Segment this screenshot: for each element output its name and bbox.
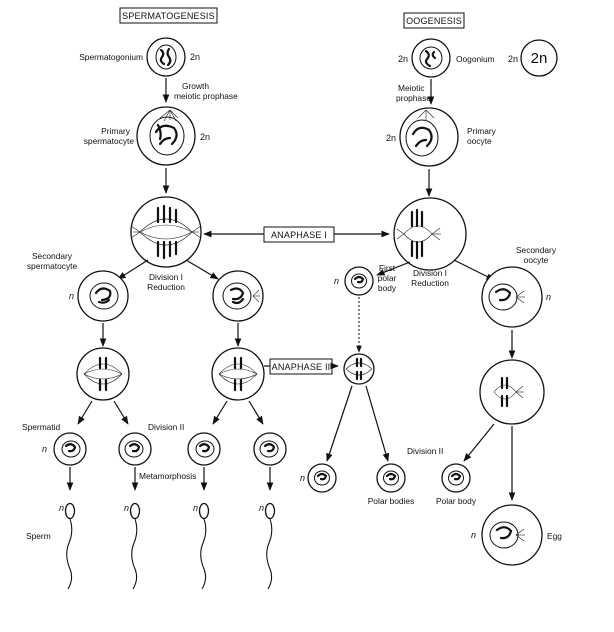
spermatogenesis-title-box: SPERMATOGENESIS (119, 7, 218, 24)
growth-label-2: meiotic prophase (174, 91, 238, 101)
spermatid-3 (187, 432, 221, 466)
secondary-oocyte-label-2: oocyte (524, 255, 549, 265)
legend-ploidy-small: 2n (508, 54, 518, 64)
polar-body-c (441, 463, 471, 493)
spermatogonium-label: Spermatogonium (79, 52, 143, 62)
oocyte-division1-label-2: Reduction (411, 278, 449, 288)
spermatogenesis-title: SPERMATOGENESIS (122, 11, 215, 21)
spermatogonium-cell (146, 37, 186, 77)
sperm-4-ploidy: n (259, 503, 264, 513)
arrow-to-spermatid-2 (113, 400, 129, 425)
arrow-to-spermatid-4 (248, 400, 264, 425)
arrow-to-spermatid-3 (212, 400, 228, 425)
sperm-3 (198, 502, 210, 590)
arrow-to-secondary-oocyte (453, 259, 495, 281)
arrow-to-polar-body-c (463, 423, 495, 462)
secondary-left-ploidy: n (69, 291, 74, 301)
secondary-oocyte-label-1: Secondary (516, 245, 557, 255)
spermatid-4 (253, 432, 287, 466)
legend-2n-text: 2n (531, 50, 548, 67)
primary-oocyte-cell (399, 107, 459, 167)
arrow-to-polar-body-a (326, 385, 353, 462)
primary-oocyte-label-1: Primary (467, 126, 497, 136)
oogonium-ploidy: 2n (398, 54, 408, 64)
meiotic-prophase-label-2: prophase (396, 93, 431, 103)
primary-spermatocyte-label-2: spermatocyte (84, 136, 135, 146)
spermatid-1 (53, 432, 87, 466)
polar-body-label: Polar body (436, 496, 477, 506)
spermatid-1-ploidy: n (42, 444, 47, 454)
oocyte-division2-label: Division II (407, 446, 443, 456)
anaphase2-label: ANAPHASE II (272, 362, 331, 372)
polar-body-b (376, 463, 406, 493)
secondary-spermatocyte-label-1: Secondary (32, 251, 73, 261)
oogonium-label: Oogonium (456, 54, 495, 64)
spermatogonium-ploidy: 2n (190, 52, 200, 62)
first-polar-body-label-3: body (378, 283, 397, 293)
primary-oocyte-label-2: oocyte (467, 136, 492, 146)
polar-body-a-ploidy: n (300, 473, 305, 483)
egg-label: Egg (547, 531, 562, 541)
polar-body-a (307, 463, 337, 493)
legend-2n-circle: 2n (520, 39, 558, 77)
oogenesis-title-box: OOGENESIS (403, 12, 465, 29)
primary-spermatocyte-ploidy: 2n (200, 132, 210, 142)
secondary-spermatocyte-label-2: spermatocyte (27, 261, 78, 271)
polar-bodies-label: Polar bodies (368, 496, 415, 506)
oocyte-anaphase1-cell (393, 197, 467, 271)
secondary-oocyte-cell (481, 266, 543, 328)
oogenesis-title: OOGENESIS (406, 16, 462, 26)
metamorphosis-label: Metamorphosis (139, 471, 196, 481)
arrow-to-secondary-left (117, 259, 149, 280)
anaphase1-box: ANAPHASE I (263, 226, 335, 243)
first-polar-body-label-2: polar (378, 273, 397, 283)
egg-ploidy: n (471, 530, 476, 540)
arrow-to-secondary-right (185, 259, 219, 280)
primary-spermatocyte-label-1: Primary (101, 126, 131, 136)
oogonium-cell (411, 38, 451, 78)
arrow-to-first-polar-body (376, 261, 411, 276)
arrow-to-spermatid-1 (77, 400, 93, 425)
spermatid-label: Spermatid (22, 422, 61, 432)
first-polar-body-cell (344, 266, 374, 296)
oocyte-division1-label-1: Division I (413, 268, 447, 278)
egg-cell (481, 504, 543, 566)
sperm-2 (129, 502, 141, 590)
primary-spermatocyte-cell (136, 106, 196, 166)
anaphase2-box: ANAPHASE II (269, 358, 333, 375)
sperm-anaphase2-left (76, 347, 130, 401)
arrow-to-polar-body-b (365, 385, 390, 462)
growth-label-1: Growth (182, 81, 209, 91)
anaphase1-label: ANAPHASE I (271, 230, 327, 240)
meiotic-prophase-label-1: Meiotic (398, 83, 425, 93)
secondary-spermatocyte-right (212, 270, 264, 322)
sperm-division2-label: Division II (148, 422, 184, 432)
sperm-3-ploidy: n (193, 503, 198, 513)
primary-oocyte-ploidy: 2n (386, 133, 396, 143)
first-polar-body-label-1: First (379, 263, 396, 273)
oocyte-anaphase2-cell (479, 359, 545, 425)
sperm-anaphase2-right (211, 347, 265, 401)
sperm-1 (64, 502, 76, 590)
sperm-division1-label-1: Division I (149, 272, 183, 282)
polar-body-anaphase2-cell (343, 353, 375, 385)
spermatid-2 (118, 432, 152, 466)
sperm-4 (264, 502, 276, 590)
sperm-label: Sperm (26, 531, 51, 541)
sperm-division1-label-2: Reduction (147, 282, 185, 292)
sperm-2-ploidy: n (124, 503, 129, 513)
secondary-oocyte-ploidy: n (546, 292, 551, 302)
secondary-spermatocyte-left (77, 270, 129, 322)
sperm-1-ploidy: n (59, 503, 64, 513)
sperm-anaphase1-cell (130, 196, 202, 268)
first-polar-body-ploidy: n (334, 276, 339, 286)
